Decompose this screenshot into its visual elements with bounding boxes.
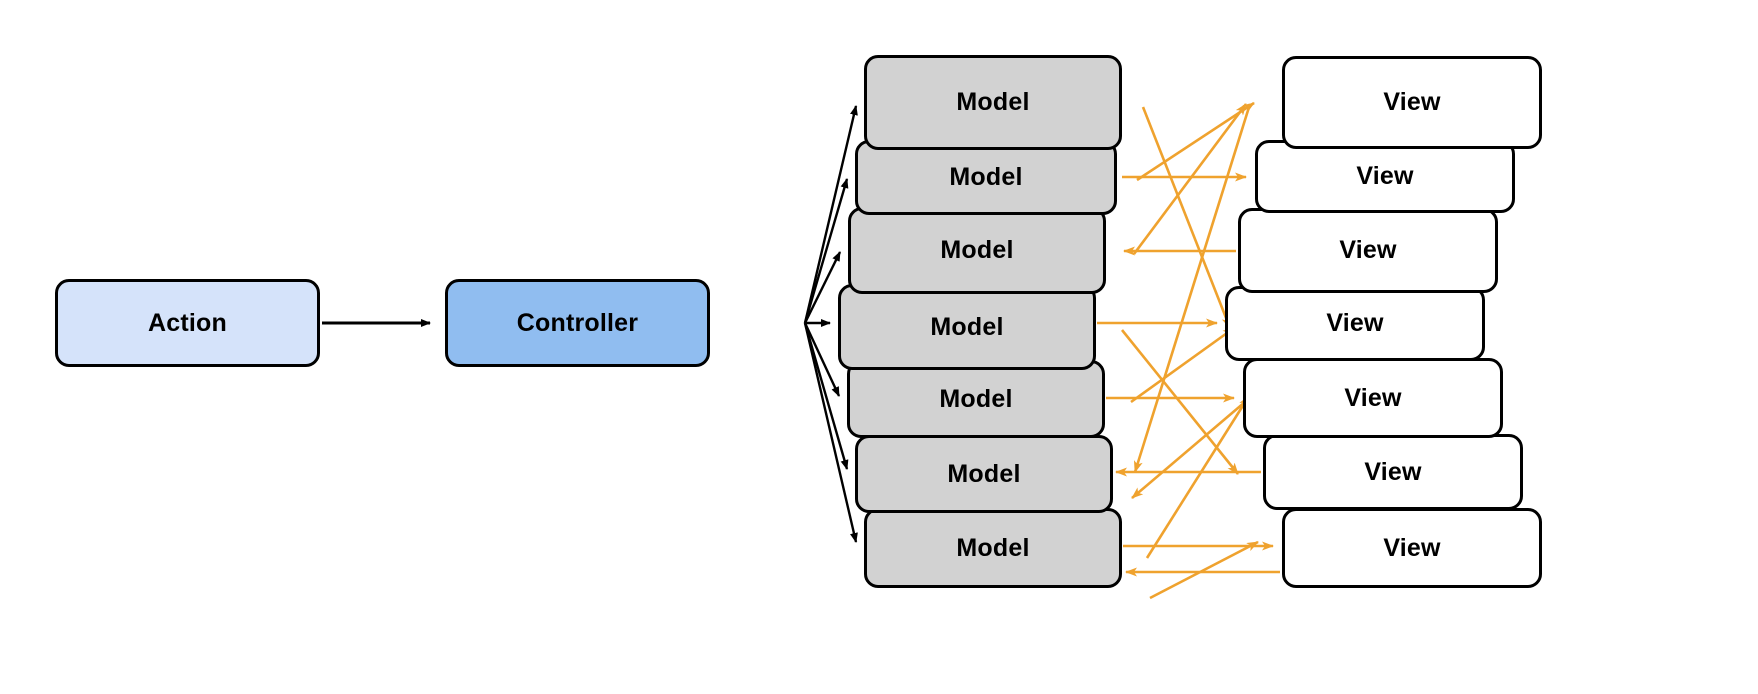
node-action-label: Action xyxy=(148,308,227,337)
node-model-7[interactable]: Model xyxy=(864,508,1122,588)
node-view-3[interactable]: View xyxy=(1238,208,1498,293)
node-action[interactable]: Action xyxy=(55,279,320,367)
node-model-2[interactable]: Model xyxy=(855,140,1117,215)
node-model-1[interactable]: Model xyxy=(864,55,1122,150)
node-model-5[interactable]: Model xyxy=(847,360,1105,438)
node-view-4[interactable]: View xyxy=(1225,286,1485,361)
node-view-2[interactable]: View xyxy=(1255,140,1515,213)
node-view-1[interactable]: View xyxy=(1282,56,1542,149)
node-model-label: Model xyxy=(956,533,1030,562)
node-view-label: View xyxy=(1344,383,1402,412)
node-model-label: Model xyxy=(949,163,1023,191)
node-view-label: View xyxy=(1326,309,1384,337)
node-model-label: Model xyxy=(940,236,1014,264)
node-controller-label: Controller xyxy=(516,308,639,337)
node-model-label: Model xyxy=(947,459,1021,488)
node-model-3[interactable]: Model xyxy=(848,207,1106,294)
node-view-label: View xyxy=(1383,533,1441,562)
node-model-4[interactable]: Model xyxy=(838,284,1096,370)
node-controller[interactable]: Controller xyxy=(445,279,710,367)
node-model-label: Model xyxy=(956,88,1030,116)
node-view-label: View xyxy=(1356,162,1414,190)
node-view-6[interactable]: View xyxy=(1263,434,1523,510)
node-model-6[interactable]: Model xyxy=(855,435,1113,513)
node-model-label: Model xyxy=(939,384,1013,413)
node-view-label: View xyxy=(1383,88,1441,116)
node-view-5[interactable]: View xyxy=(1243,358,1503,438)
node-view-label: View xyxy=(1339,236,1397,264)
node-model-label: Model xyxy=(930,312,1004,341)
node-view-7[interactable]: View xyxy=(1282,508,1542,588)
node-view-label: View xyxy=(1364,457,1422,486)
